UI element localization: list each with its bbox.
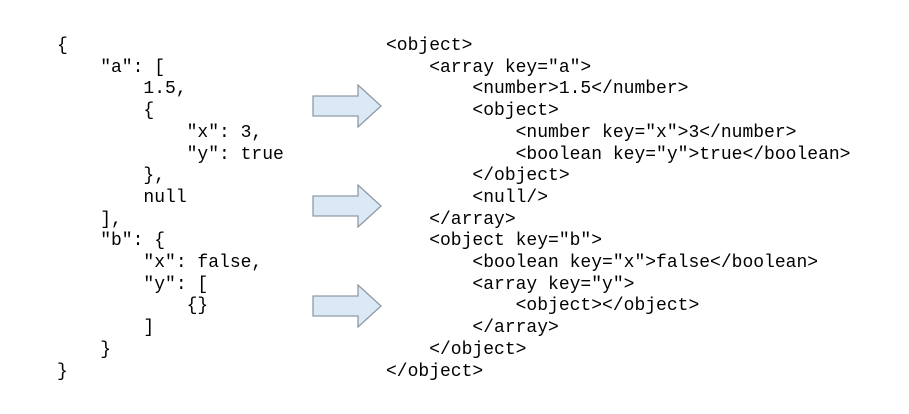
right-arrow-icon — [312, 184, 382, 228]
xml-output-code: <object> <array key="a"> <number>1.5</nu… — [386, 36, 851, 382]
json-source-code: { "a": [ 1.5, { "x": 3, "y": true }, nul… — [57, 36, 284, 382]
right-arrow-icon — [312, 84, 382, 128]
right-arrow-icon — [312, 284, 382, 328]
